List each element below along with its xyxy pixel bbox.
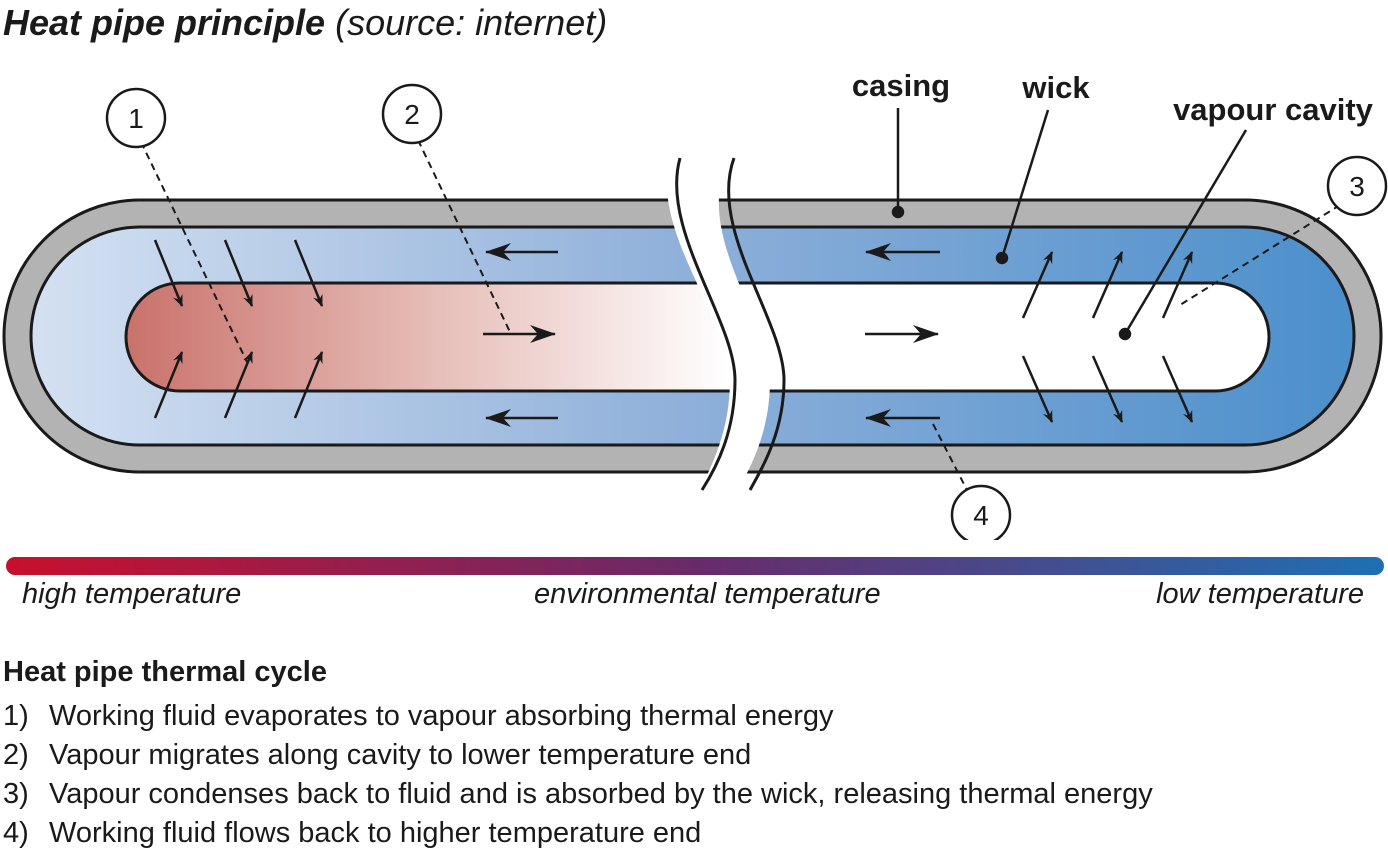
thermal-cycle-heading: Heat pipe thermal cycle — [3, 656, 327, 688]
cycle-step-2: 2) Vapour migrates along cavity to lower … — [3, 736, 1153, 775]
cycle-step-4: 4) Working fluid flows back to higher tem… — [3, 814, 1153, 853]
break-line-left — [675, 157, 737, 491]
marker-1-label: 1 — [128, 103, 144, 134]
marker-leaders — [140, 139, 1341, 493]
break-line-right — [727, 157, 786, 491]
thermal-cycle-section: Heat pipe thermal cycle 1) Working fluid … — [3, 656, 1153, 853]
label-casing: casing — [852, 68, 950, 103]
marker-2: 2 — [381, 83, 443, 145]
low-temperature-label: low temperature — [1156, 578, 1364, 610]
page-title: Heat pipe principle (source: internet) — [3, 2, 607, 44]
high-temperature-label: high temperature — [22, 578, 242, 610]
pipe-break-gap — [666, 158, 770, 490]
evaporation-arrows — [153, 239, 324, 419]
step-number: 3) — [3, 778, 29, 810]
title-main: Heat pipe principle — [3, 2, 326, 43]
marker-4-label: 4 — [973, 500, 989, 531]
step-text: Working fluid evaporates to vapour absor… — [49, 700, 834, 732]
vapour-cavity — [124, 281, 1271, 393]
title-source: (source: internet) — [335, 2, 608, 43]
temperature-gradient-bar — [6, 557, 1384, 575]
cycle-step-1: 1) Working fluid evaporates to vapour abs… — [3, 697, 1153, 736]
step-number: 1) — [3, 700, 29, 732]
heat-pipe-diagram: 1 2 3 4 casing wick vapour cavity — [2, 68, 1388, 540]
environmental-temperature-label: environmental temperature — [534, 578, 881, 610]
step-number: 2) — [3, 739, 29, 771]
condensation-arrows — [1021, 251, 1194, 423]
label-vapour-cavity: vapour cavity — [1173, 92, 1374, 127]
label-leaders — [891, 108, 1248, 341]
label-wick: wick — [1021, 70, 1090, 105]
marker-4: 4 — [950, 484, 1012, 540]
step-number: 4) — [3, 817, 29, 849]
flow-arrows — [483, 243, 940, 427]
marker-1: 1 — [105, 87, 167, 149]
step-text: Working fluid flows back to higher tempe… — [49, 817, 702, 849]
cycle-step-3: 3) Vapour condenses back to fluid and is … — [3, 775, 1153, 814]
marker-3: 3 — [1326, 155, 1388, 217]
marker-2-label: 2 — [404, 99, 420, 130]
step-text: Vapour migrates along cavity to lower te… — [49, 739, 752, 771]
marker-3-label: 3 — [1349, 171, 1365, 202]
step-text: Vapour condenses back to fluid and is ab… — [49, 778, 1153, 810]
